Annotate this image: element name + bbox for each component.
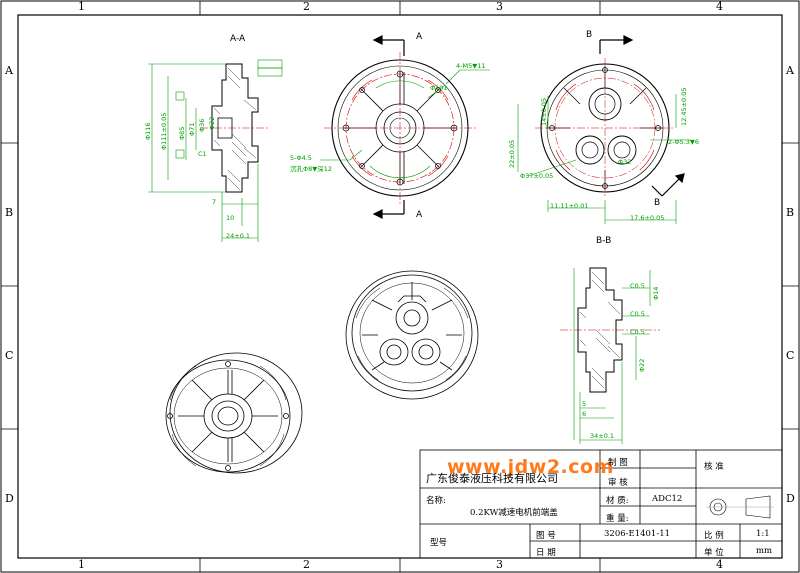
projection-symbol	[706, 495, 774, 519]
dim-d14b: Φ14	[652, 286, 660, 300]
dim-len6: 6	[582, 410, 587, 418]
cut-a-label-top: A	[416, 32, 423, 42]
section-bb-view	[560, 267, 660, 444]
material-value: ADC12	[652, 494, 683, 504]
dim-holes-4m5: 4-M5▼11	[456, 62, 486, 70]
name-label: 名称:	[426, 496, 446, 506]
dim-len24: 24±0.1	[226, 232, 251, 240]
model-label: 型号	[430, 538, 448, 548]
zone-top-1: 1	[78, 0, 85, 13]
unit-value: mm	[756, 546, 773, 556]
dim-d111: Φ111±0.05	[160, 112, 168, 150]
dim-c05c: C0.5	[630, 328, 645, 336]
dim-r22: 22±0.05	[508, 139, 516, 168]
dim-c1: C1	[198, 150, 207, 158]
zone-left-c: C	[5, 349, 14, 362]
dim-w11: 11.11±0.01	[550, 202, 589, 210]
front-view	[320, 35, 490, 219]
dim-d85: Φ85	[178, 126, 186, 140]
dim-c05a: C0.5	[630, 282, 645, 290]
zone-right-c: C	[786, 349, 795, 362]
section-bb-label: B-B	[596, 236, 612, 246]
zone-left-b: B	[5, 206, 14, 219]
zone-bottom-2: 2	[303, 558, 310, 571]
dim-d37: Φ37±0.05	[520, 172, 554, 180]
rear-view	[517, 35, 690, 224]
part-name: 0.2KW减速电机前端盖	[470, 508, 558, 518]
dim-2-holes: 2-Φ5.3▼6	[668, 138, 700, 146]
material-label: 材 质:	[606, 496, 629, 506]
watermark: www.jdw2.com	[447, 456, 614, 478]
cut-b-label-top: B	[586, 30, 593, 40]
company-name: 广东俊泰液压科技有限公司	[426, 472, 558, 485]
dim-r14: 14±0.05	[540, 97, 548, 126]
dim-r12: 12.45±0.05	[680, 87, 688, 126]
dim-len5: 5	[582, 400, 587, 408]
cut-a-label-bottom: A	[416, 210, 423, 220]
zone-left-a: A	[5, 64, 13, 77]
section-aa-label: A-A	[230, 34, 246, 44]
dim-d22: Φ22	[208, 116, 216, 130]
zone-right-b: B	[786, 206, 795, 219]
dim-c05b: C0.5	[630, 310, 645, 318]
date-label: 日 期	[536, 548, 556, 558]
zone-top-2: 2	[303, 0, 310, 13]
drawn-label: 制 图	[608, 458, 628, 468]
dim-d101: Φ101	[430, 84, 448, 92]
dim-d22b: Φ22	[638, 358, 646, 372]
zone-bottom-4: 4	[716, 558, 723, 571]
zone-right-a: A	[786, 64, 794, 77]
cut-b-label-bottom: B	[654, 198, 661, 208]
scale-value: 1:1	[756, 529, 770, 539]
isometric-view-rear	[165, 352, 303, 474]
dim-d71: Φ71	[188, 122, 196, 136]
zone-right-d: D	[786, 492, 795, 505]
dim-d116: Φ116	[144, 122, 152, 140]
dim-d32: Φ32	[618, 158, 632, 166]
zone-top-4: 4	[716, 0, 723, 13]
title-block-lines	[419, 449, 783, 559]
dim-d36: Φ36	[198, 118, 206, 132]
section-aa-view	[148, 59, 283, 242]
zone-bottom-1: 1	[78, 558, 85, 571]
dim-len7: 7	[212, 198, 217, 206]
weight-label: 重 量:	[606, 514, 629, 524]
scale-label: 比 例	[704, 531, 724, 541]
checked-label: 审 核	[608, 478, 628, 488]
zone-top-3: 3	[496, 0, 503, 13]
drawing-no-value: 3206-E1401-11	[604, 529, 671, 539]
dim-holes-5: 5-Φ4.5	[290, 154, 312, 162]
dim-len34: 34±0.1	[590, 432, 615, 440]
approved-label: 核 准	[704, 462, 724, 472]
dim-len10: 10	[226, 214, 235, 222]
drawing-no-label: 图 号	[536, 531, 556, 541]
zone-left-d: D	[5, 492, 14, 505]
zone-bottom-3: 3	[496, 558, 503, 571]
unit-label: 单 位	[704, 548, 724, 558]
dim-cbore: 沉孔Φ8▼深12	[290, 165, 333, 173]
dim-w17: 17.6±0.05	[630, 214, 665, 222]
isometric-view-front	[345, 270, 479, 400]
